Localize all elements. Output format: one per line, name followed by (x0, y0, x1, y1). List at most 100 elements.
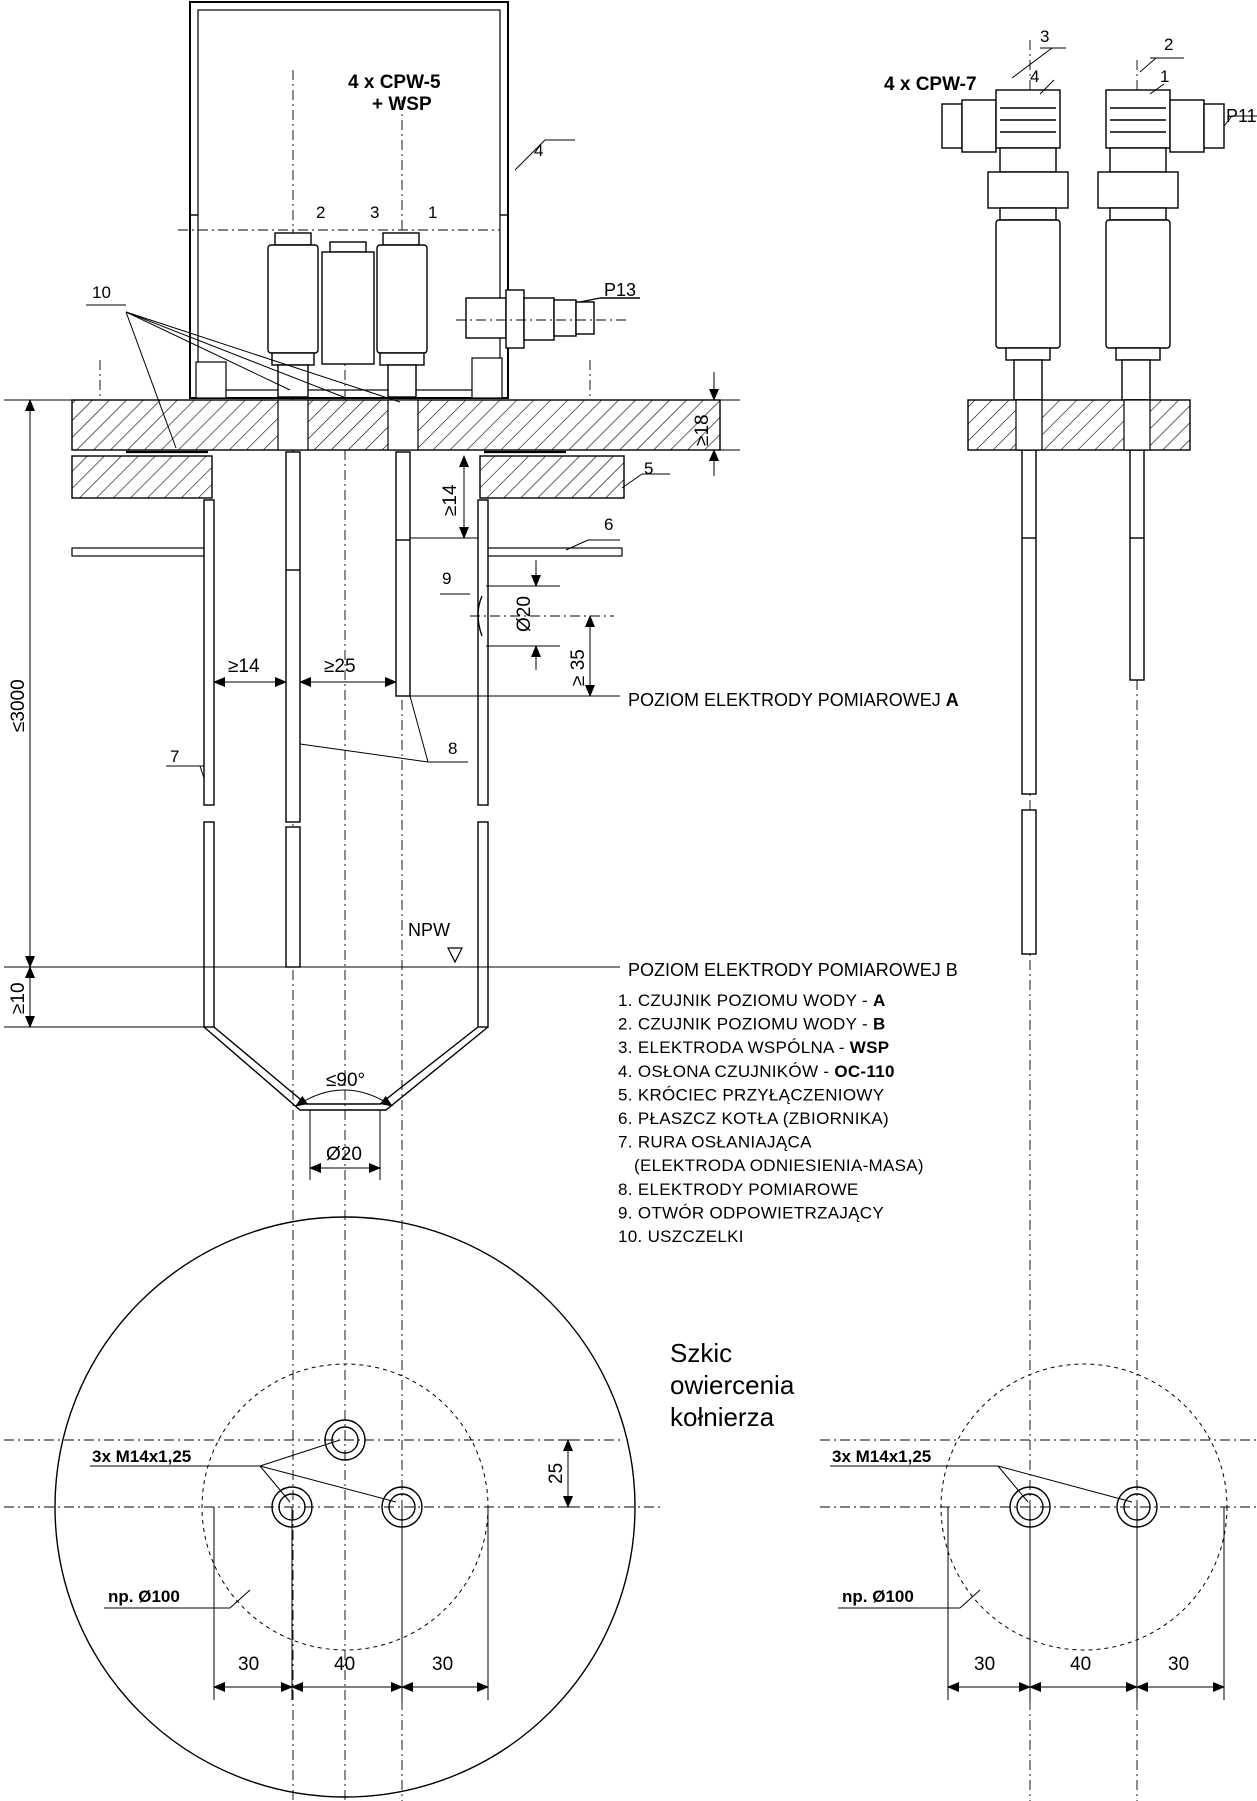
sensor-1 (376, 232, 428, 398)
flange-drilling-sketch-right (820, 1363, 1257, 1700)
sensor-cpw7-left (941, 89, 1069, 955)
dim-left-40: 40 (334, 1654, 355, 1675)
legend-item-text: OSŁONA CZUJNIKÓW - (638, 1062, 835, 1081)
legend-item-number: 6. (618, 1109, 638, 1128)
legend-item: 8. ELEKTRODY POMIAROWE (618, 1180, 859, 1199)
right-flange-plate (967, 399, 1191, 451)
legend-item: 4. OSŁONA CZUJNIKÓW - OC-110 (618, 1062, 895, 1081)
legend-item: (ELEKTRODA ODNIESIENIA-MASA) (634, 1156, 924, 1175)
npw-marker (447, 947, 463, 964)
cable-gland-p13 (456, 289, 640, 349)
left-elevation (4, 1, 740, 1801)
legend: 1. CZUJNIK POZIOMU WODY - A 2. CZUJNIK PO… (618, 991, 924, 1246)
legend-item-text: ELEKTRODY POMIAROWE (638, 1180, 859, 1199)
left-header-line-1: 4 x CPW-5 (348, 72, 441, 93)
legend-item: 2. CZUJNIK POZIOMU WODY - B (618, 1015, 886, 1034)
dim-ge10: ≥10 (8, 982, 29, 1014)
diam-label-left: np. Ø100 (108, 1587, 180, 1606)
sketch-title-line-2: owiercenia (670, 1370, 795, 1400)
legend-item-code: OC-110 (834, 1062, 894, 1081)
left-header-line-2: + WSP (372, 94, 432, 115)
legend-item-text: RURA OSŁANIAJĄCA (638, 1133, 812, 1152)
callout-8: 8 (448, 739, 457, 758)
boiler-shell (71, 547, 623, 557)
callout-3: 3 (370, 203, 379, 222)
shield-pipe (203, 499, 489, 1111)
dimension-bottom-d20 (309, 1110, 381, 1180)
legend-item-number: 2. (618, 1015, 638, 1034)
dimension-le3000 (4, 399, 72, 968)
vent-hole (477, 595, 483, 637)
thread-label-left: 3x M14x1,25 (92, 1447, 191, 1466)
dim-25: 25 (546, 1463, 567, 1484)
text-layer: 4 x CPW-5 + WSP 4 x CPW-7 2 3 1 4 10 5 6… (8, 27, 1257, 1675)
dim-bottom-d20: Ø20 (326, 1144, 362, 1165)
label-p11: P11 (1226, 106, 1257, 126)
dimension-le90 (295, 1089, 393, 1107)
legend-item: 10. USZCZELKI (618, 1227, 744, 1246)
dim-left-30a: 30 (238, 1654, 259, 1675)
callout-9: 9 (442, 569, 451, 588)
callout-1: 1 (428, 203, 437, 222)
legend-item-text: PŁASZCZ KOTŁA (ZBIORNIKA) (638, 1109, 889, 1128)
right-elevation (941, 40, 1257, 1801)
dimension-ge14-vertical (410, 455, 478, 539)
diam-label-right: np. Ø100 (842, 1587, 914, 1606)
flange-drilling-sketch-left (4, 1216, 660, 1798)
legend-item-number: 10. (618, 1227, 648, 1246)
legend-item: 7. RURA OSŁANIAJĄCA (618, 1133, 812, 1152)
callout-5: 5 (644, 459, 653, 478)
callout-6: 6 (604, 515, 613, 534)
legend-item-text: ELEKTRODA WSPÓLNA - (638, 1038, 850, 1057)
callout-4: 4 (534, 141, 543, 160)
measuring-electrode-left (285, 451, 301, 968)
legend-item-text: CZUJNIK POZIOMU WODY - (638, 991, 873, 1010)
legend-item-number: 8. (618, 1180, 638, 1199)
callout-10: 10 (92, 283, 111, 302)
label-p13: P13 (604, 280, 636, 300)
sketch-title-line-3: kołnierza (670, 1402, 775, 1432)
right-callout-1: 1 (1160, 67, 1169, 86)
dim-ge14-horizontal: ≥14 (228, 656, 260, 677)
legend-item: 1. CZUJNIK POZIOMU WODY - A (618, 991, 886, 1010)
seal-leaders (86, 304, 401, 449)
legend-item-code: A (873, 991, 886, 1010)
right-callout-3: 3 (1040, 27, 1049, 46)
legend-item-number: 3. (618, 1038, 638, 1057)
sensor-cpw7-right (1097, 89, 1225, 681)
measuring-electrode-right (395, 451, 411, 697)
dim-ge35: ≥ 35 (568, 649, 589, 686)
legend-item-text: CZUJNIK POZIOMU WODY - (638, 1015, 873, 1034)
dim-le90: ≤90° (326, 1070, 365, 1091)
level-a-label: POZIOM ELEKTRODY POMIAROWEJ A (628, 690, 959, 710)
connection-stub (71, 450, 625, 499)
dim-ge18: ≥18 (692, 414, 713, 446)
legend-item-text: OTWÓR ODPOWIETRZAJĄCY (638, 1203, 884, 1222)
dim-right-30b: 30 (1168, 1654, 1189, 1675)
legend-item: 5. KRÓCIEC PRZYŁĄCZENIOWY (618, 1085, 884, 1104)
legend-item-code: B (873, 1015, 886, 1034)
legend-item-number: 5. (618, 1085, 638, 1104)
legend-item-number: 7. (618, 1133, 638, 1152)
legend-item-text: KRÓCIEC PRZYŁĄCZENIOWY (638, 1085, 885, 1104)
dimension-vent-d20 (470, 560, 614, 670)
legend-item-text: (ELEKTRODA ODNIESIENIA-MASA) (634, 1156, 924, 1175)
dim-ge14-vertical: ≥14 (440, 484, 461, 516)
dim-right-40: 40 (1070, 1654, 1091, 1675)
sensor-3-wsp (321, 241, 375, 365)
level-b-label: POZIOM ELEKTRODY POMIAROWEJ B (628, 960, 958, 980)
sensor-cover-housing (189, 1, 509, 399)
right-callout-2: 2 (1164, 35, 1173, 54)
legend-item-code: WSP (850, 1038, 890, 1057)
leader-4 (514, 139, 546, 171)
legend-item: 6. PŁASZCZ KOTŁA (ZBIORNIKA) (618, 1109, 889, 1128)
legend-item: 3. ELEKTRODA WSPÓLNA - WSP (618, 1038, 889, 1057)
dimension-ge18 (709, 372, 740, 476)
legend-item-number: 9. (618, 1203, 638, 1222)
callout-2: 2 (316, 203, 325, 222)
legend-item-number: 4. (618, 1062, 638, 1081)
dim-left-30b: 30 (432, 1654, 453, 1675)
right-callout-4: 4 (1030, 67, 1039, 86)
dimension-ge10 (4, 966, 204, 1028)
